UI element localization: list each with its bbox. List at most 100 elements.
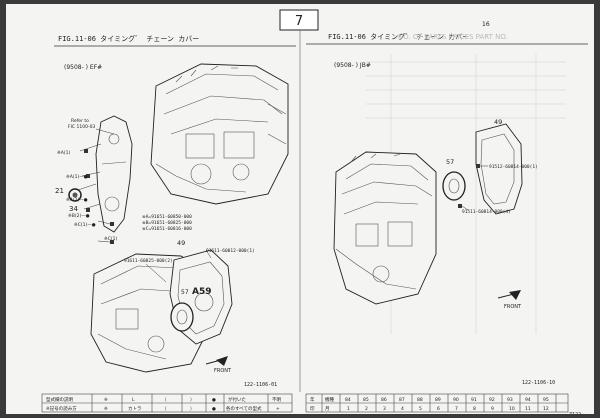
- right-page-code: 7122: [569, 412, 581, 414]
- leader-part-lower: [145, 263, 167, 283]
- fr-r2-c8: 7: [455, 406, 458, 412]
- fr-r1-c1: 機種: [325, 396, 334, 403]
- callout-34: 34: [69, 205, 78, 213]
- fl-r1-c2: L: [132, 397, 135, 403]
- catalog-drawing: 7 16 FIG.11-06 タイミング゛ チェーン カバー (9508- ) …: [41, 9, 588, 414]
- callout-c1-low: ※C(1): [104, 236, 118, 242]
- fl-r1-c5: ●: [212, 398, 216, 403]
- right-gasket-49: [475, 123, 523, 215]
- fr-r2-c5: 4: [401, 406, 404, 412]
- left-timing-cover: [95, 115, 133, 233]
- legend-c: ※C=91651-60816-000: [142, 226, 192, 232]
- fr-r1-c4: 86: [381, 397, 387, 403]
- callout-49-right: 49: [494, 118, 502, 126]
- fl-r2-c4: ）: [190, 406, 195, 412]
- fr-r1-c0: 年: [310, 396, 315, 403]
- fr-r1-c8: 90: [453, 397, 459, 403]
- fr-r2-c7: 6: [437, 406, 440, 412]
- bleed-through-table: [366, 54, 566, 334]
- fl-r1-c3: （: [162, 397, 167, 403]
- page-number-box: [279, 9, 319, 31]
- right-applicability: (9508- ) JB#: [334, 62, 371, 69]
- fr-r1-c9: 91: [471, 397, 477, 403]
- seal-21-center: [72, 192, 78, 198]
- left-applicability: (9508- ) EF#: [64, 64, 102, 71]
- callout-a1-top: ※A(1): [57, 150, 70, 156]
- callout-a1-upper: ※A(1)—●: [66, 174, 88, 180]
- legend-a: ※A=91651-60850-000: [142, 214, 192, 220]
- front-arrow-left: [205, 356, 228, 366]
- left-fig-code: 122-1106-01: [244, 382, 277, 388]
- fl-r1-c4: ）: [190, 397, 195, 403]
- fr-r2-c3: 2: [365, 406, 368, 412]
- front-label-left: FRONT: [214, 368, 232, 374]
- right-fig-title: FIG.11-06 タイミング゛ チェーン カバー: [328, 32, 469, 41]
- fr-r1-c3: 85: [363, 397, 369, 403]
- right-fig-code: 122-1106-10: [522, 380, 555, 386]
- fl-r1-c6: が付いた: [228, 396, 246, 403]
- fr-r1-c13: 95: [543, 397, 549, 403]
- fl-r1-c1: ※: [104, 397, 108, 403]
- fr-r1-c12: 94: [525, 397, 531, 403]
- fl-r2-c2: カトラ: [128, 406, 142, 412]
- corner-mark: 16: [482, 21, 490, 28]
- fr-r2-c13: 12: [543, 406, 549, 412]
- fr-r2-c2: 1: [347, 406, 350, 412]
- fl-r2-c6: 各のすべての型式: [226, 405, 262, 412]
- left-refer-note-2: FIC 1100-03: [68, 124, 95, 130]
- callout-a2: ※A(2)—●: [66, 197, 88, 203]
- fl-r2-c0: ※記号の読み方: [46, 405, 77, 412]
- fl-r2-c3: （: [162, 406, 167, 412]
- footer-right-row2: 印 月 1 2 3 4 5 6 7 8 9 10 11 12: [310, 405, 549, 412]
- footer-right-table: [305, 393, 569, 413]
- left-bolts: [84, 149, 114, 244]
- page-number: 7: [295, 14, 303, 29]
- fr-r2-c9: 8: [473, 406, 476, 412]
- part-lower-left: 91611-60825-000(2): [124, 258, 173, 264]
- fr-r1-c10: 92: [489, 397, 495, 403]
- fr-r2-c6: 5: [419, 406, 422, 412]
- right-bolts: [458, 164, 480, 208]
- leader-part-upper: [205, 249, 212, 259]
- fr-r1-c2: 84: [345, 397, 351, 403]
- part-upper-right: 91512-60814-000(1): [489, 164, 538, 170]
- callout-49-left: 49: [177, 239, 185, 247]
- callout-b2: ※B(2)—●: [68, 213, 90, 219]
- footer-left-row1: 型式欄の説明 ※ L （ ） ● が付いた 不明: [46, 396, 281, 403]
- fr-r1-c6: 88: [417, 397, 423, 403]
- part-upper-left: 91611-60012-000(1): [206, 248, 255, 254]
- fr-r2-c10: 9: [491, 406, 494, 412]
- callout-57-left: 57: [181, 289, 189, 296]
- right-leader-lines: [461, 165, 488, 211]
- fr-r1-c7: 89: [435, 397, 441, 403]
- left-fig-title: FIG.11-06 タイミング゛ チェーン カバー: [58, 34, 199, 43]
- fl-r1-c0: 型式欄の説明: [46, 396, 73, 403]
- left-seal-57: [170, 302, 194, 332]
- right-seal-57: [442, 171, 466, 201]
- legend-b: ※B=91651-60825-000: [142, 220, 192, 226]
- part-lower-right: 91511-60814-000(4): [462, 209, 511, 215]
- footer-left-table: [41, 393, 293, 413]
- fl-r2-c1: ※: [104, 406, 108, 412]
- front-label-right: FRONT: [504, 304, 522, 310]
- fl-r2-c7: +: [276, 406, 280, 412]
- fr-r1-c5: 87: [399, 397, 405, 403]
- right-ghost-text: NO. OF PARTS PRICES PART NO.: [398, 33, 508, 41]
- fl-r2-c5: ●: [212, 407, 216, 412]
- fr-r2-c12: 11: [525, 406, 531, 412]
- callout-21: 21: [55, 187, 64, 195]
- fr-r2-c4: 3: [383, 406, 386, 412]
- fr-r2-c11: 10: [509, 406, 515, 412]
- front-arrow-right: [497, 290, 521, 300]
- left-engine-block-upper: [150, 63, 289, 205]
- right-engine-block: [333, 151, 437, 305]
- parts-catalog-page: 7 16 FIG.11-06 タイミング゛ チェーン カバー (9508- ) …: [6, 4, 594, 414]
- left-leader-lines: [77, 128, 115, 243]
- footer-right-row1: 年 機種 84 85 86 87 88 89 90 91 92 93 94 95: [310, 396, 549, 403]
- fl-r1-c7: 不明: [272, 397, 281, 403]
- fr-r2-c0: 印: [310, 405, 315, 412]
- fr-r1-c11: 93: [507, 397, 513, 403]
- callout-c1-mid: ※C(1)—●: [74, 222, 96, 228]
- fr-r2-c1: 月: [325, 406, 330, 412]
- left-refer-note-1: Refer to: [71, 118, 89, 124]
